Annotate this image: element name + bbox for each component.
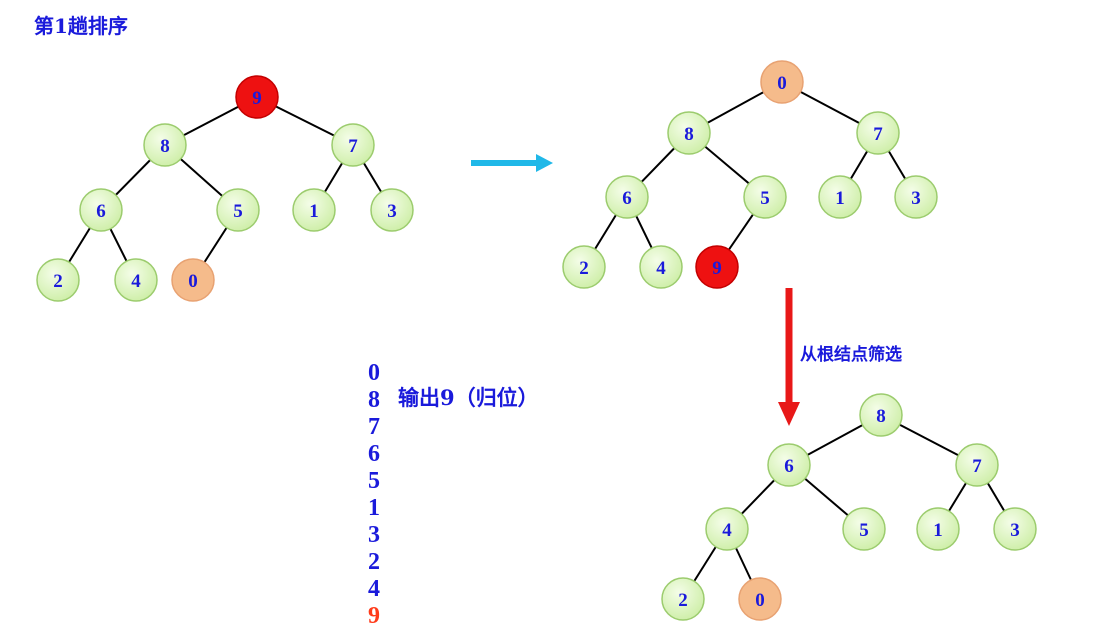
heap-node [143,123,187,167]
heap-node [738,577,782,621]
sift-label: 从根结点筛选 [800,345,902,365]
heap-node [993,507,1037,551]
heap-node [955,443,999,487]
heap-node-label: 5 [233,201,243,222]
heap-node [235,75,279,119]
heap-node [79,188,123,232]
heap-node [695,245,739,289]
heap-node-label: 2 [678,590,688,611]
seq-item: 0 [368,360,380,386]
heap-node [562,245,606,289]
heap-node-label: 3 [387,201,397,222]
step-title: 第1趟排序 [34,14,128,38]
heap-node [856,111,900,155]
heap-node-label: 5 [760,188,770,209]
heap-node-label: 8 [876,406,886,427]
heap-node [916,507,960,551]
heap-node-label: 0 [755,590,765,611]
heap-node-label: 3 [911,188,921,209]
heap-node-label: 0 [777,73,787,94]
heap-node [370,188,414,232]
heap-node [36,258,80,302]
heap-node-label: 2 [579,258,589,279]
heap-node [705,507,749,551]
heap-node [292,188,336,232]
heap-node [760,60,804,104]
heap-node-label: 1 [933,520,943,541]
heap-node-label: 7 [348,136,358,157]
heap-node [661,577,705,621]
tree-before: 9 8 7 6 5 1 3 2 4 0 [36,75,414,302]
heap-node [639,245,683,289]
heap-node [331,123,375,167]
heap-node-label: 4 [722,520,732,541]
heap-node-label: 2 [53,271,63,292]
heap-node-label: 6 [784,456,794,477]
heap-node-label: 9 [252,88,262,109]
heap-node [114,258,158,302]
heap-node-label: 7 [972,456,982,477]
heap-node-label: 3 [1010,520,1020,541]
seq-item: 2 [368,549,380,575]
tree-sifted: 8 6 7 4 5 1 3 2 0 [661,393,1037,621]
heap-node-label: 6 [622,188,632,209]
heap-node [859,393,903,437]
heap-node-label: 1 [835,188,845,209]
heap-node-label: 4 [656,258,666,279]
heap-node [216,188,260,232]
heap-node-label: 5 [859,520,869,541]
heap-node-label: 1 [309,201,319,222]
seq-item: 6 [368,441,380,467]
array-sequence: 0 8 7 6 5 1 3 2 4 9 [356,333,380,630]
heap-node-label: 6 [96,201,106,222]
heap-node-label: 4 [131,271,141,292]
seq-item: 7 [368,414,380,440]
heap-node-label: 8 [684,124,694,145]
heap-node [667,111,711,155]
heap-node-label: 7 [873,124,883,145]
down-arrow-icon [778,288,800,426]
seq-item: 5 [368,468,380,494]
right-arrow-icon [471,154,553,172]
output-note: 输出9（归位） [398,385,539,410]
heap-node-label: 9 [712,258,722,279]
seq-item: 8 [368,387,380,413]
heap-node [818,175,862,219]
seq-item: 1 [368,495,380,521]
heap-node [767,443,811,487]
heap-node [894,175,938,219]
heap-node [842,507,886,551]
seq-item: 4 [368,576,380,602]
seq-item-sorted: 9 [368,603,380,629]
tree-swapped: 0 8 7 6 5 1 3 2 4 9 [562,60,938,289]
heap-node [743,175,787,219]
seq-item: 3 [368,522,380,548]
heap-node [605,175,649,219]
heap-node [171,258,215,302]
heap-node-label: 8 [160,136,170,157]
heap-node-label: 0 [188,271,198,292]
